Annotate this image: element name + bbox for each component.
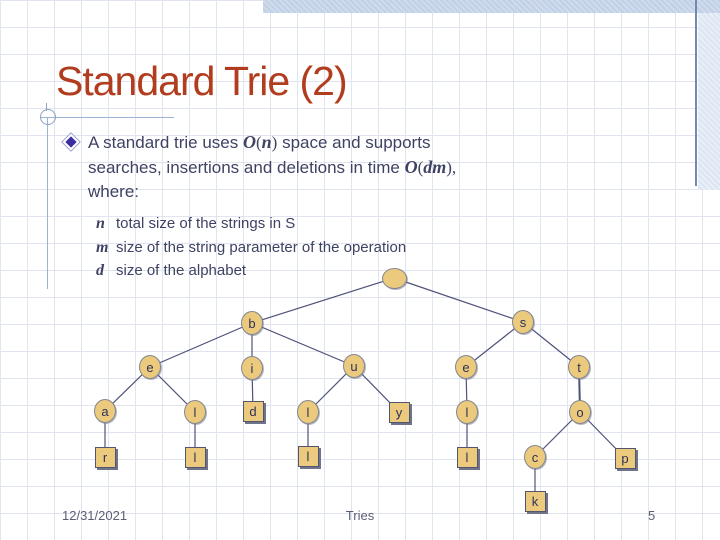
definition-text: size of the alphabet xyxy=(116,262,247,279)
trie-edge-root-b xyxy=(251,277,395,324)
trie-node-c: c xyxy=(524,445,546,469)
trie-node-l6: l xyxy=(456,446,478,468)
definition-m: m size of the string parameter of the op… xyxy=(96,236,616,260)
definition-letter: n xyxy=(96,215,105,232)
bullet-paragraph: A standard trie uses O(n) space and supp… xyxy=(88,130,648,204)
trie-node-t: t xyxy=(568,355,590,379)
title-underline xyxy=(40,117,174,118)
trie-node-e1: e xyxy=(139,355,161,379)
trie-node-l2: l xyxy=(297,400,319,424)
trie-node-l1: l xyxy=(184,400,206,424)
diamond-bullet-icon xyxy=(61,132,81,152)
definition-n: n total size of the strings in S xyxy=(96,212,616,236)
bullet-line2-text: searches, insertions and deletions in ti… xyxy=(88,158,405,177)
trie-node-i: i xyxy=(241,356,263,380)
trie-node-l4: l xyxy=(184,446,206,468)
ornament-circle-icon xyxy=(40,109,56,125)
trie-node-p: p xyxy=(614,447,636,469)
trie-edge-b-e1 xyxy=(149,322,253,368)
top-band-decoration xyxy=(263,0,720,13)
trie-node-a: a xyxy=(94,399,116,423)
footer-date: 12/31/2021 xyxy=(62,508,128,523)
ornament-tick xyxy=(46,103,47,111)
trie-node-e2: e xyxy=(455,355,477,379)
math-n: n xyxy=(261,132,272,152)
left-guide-line xyxy=(47,118,48,289)
footer-page-number: 5 xyxy=(648,508,656,523)
definition-text: size of the string parameter of the oper… xyxy=(116,238,407,256)
trie-edge-b-u xyxy=(251,322,355,367)
definition-list: n total size of the strings in S m size … xyxy=(96,212,616,283)
trie-node-b: b xyxy=(241,311,263,335)
math-paren: ) xyxy=(271,133,278,152)
footer-title: Tries xyxy=(345,508,375,523)
trie-node-k: k xyxy=(524,490,546,512)
trie-node-u: u xyxy=(343,354,365,378)
trie-node-l5: l xyxy=(297,445,319,467)
page-title: Standard Trie (2) xyxy=(56,58,348,104)
math-paren: ( xyxy=(417,158,424,177)
definition-letter: d xyxy=(96,262,104,279)
right-strip-decoration xyxy=(698,13,720,190)
math-O1: O xyxy=(242,132,256,152)
trie-edge-root-s xyxy=(393,277,524,323)
bullet-line1-tail: space and supports xyxy=(277,133,431,152)
bullet-line-3: where: xyxy=(88,182,140,201)
trie-node-r: r xyxy=(94,446,116,468)
math-O2: O xyxy=(404,157,418,177)
trie-node-l3: l xyxy=(456,400,478,424)
definition-letter: m xyxy=(96,238,109,256)
trie-node-o: o xyxy=(569,400,591,424)
definition-d: d size of the alphabet xyxy=(96,259,616,283)
right-vertical-line xyxy=(695,0,697,186)
math-paren: ( xyxy=(255,133,262,152)
bullet-line-1: A standard trie uses O(n) space and supp… xyxy=(88,130,648,155)
trie-node-y: y xyxy=(388,401,410,423)
bullet-line1-text: A standard trie uses xyxy=(88,133,243,152)
bullet-line-2: searches, insertions and deletions in ti… xyxy=(88,155,648,180)
math-dm: dm xyxy=(423,157,447,177)
trie-node-s: s xyxy=(512,310,534,334)
math-paren: ), xyxy=(446,158,457,177)
definition-text: total size of the strings in S xyxy=(116,215,296,232)
trie-node-d: d xyxy=(242,400,264,422)
